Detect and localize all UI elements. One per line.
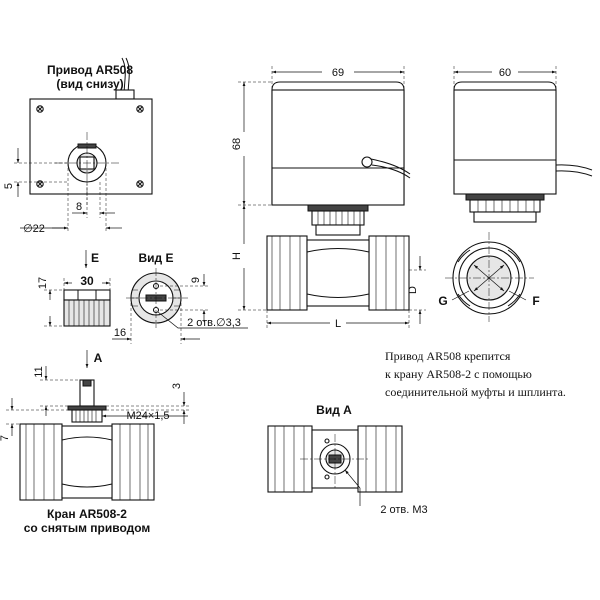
- plate-screws: [36, 105, 144, 188]
- dim-valve-7: 7: [0, 435, 11, 441]
- dim-e-17: 17: [37, 277, 49, 289]
- dim-bottom-8: 8: [76, 201, 82, 213]
- view-a-title: Вид А: [316, 403, 352, 417]
- dim-height-68: 68: [231, 138, 243, 150]
- actuator-front-view: 69 68 H: [231, 66, 426, 330]
- arrow-label-a: A: [94, 351, 103, 365]
- dim-valve-11: 11: [33, 366, 45, 377]
- actuator-neck: [311, 210, 365, 226]
- dim-e-16: 16: [114, 327, 126, 339]
- note-line1: Привод AR508 крепится: [385, 349, 511, 363]
- actuator-housing-side: [453, 89, 557, 195]
- dim-diameter-d: D: [407, 286, 419, 294]
- label-g: G: [438, 294, 447, 308]
- stem-washer: [67, 405, 107, 411]
- actuator-side-view: 60 G F: [438, 66, 593, 322]
- dim-bottom-5: 5: [3, 183, 15, 189]
- dim-bottom-d22: ∅22: [23, 223, 45, 235]
- note-line3: соединительной муфты и шплинта.: [385, 385, 566, 399]
- view-e-title: Вид E: [139, 251, 174, 265]
- coupling-head: [63, 289, 111, 301]
- coupling-body: [63, 299, 111, 327]
- dim-valve-3: 3: [171, 383, 183, 389]
- mounting-note: Привод AR508 крепится к крану AR508-2 с …: [385, 349, 566, 399]
- dim-valve-thread: M24×1,5: [126, 410, 169, 422]
- view-e-front: E 30 17: [37, 250, 111, 327]
- dim-a-holes: 2 отв. M3: [380, 504, 427, 516]
- note-line2: к крану AR508-2 с помощью: [385, 367, 532, 381]
- actuator-bottom-subtitle: (вид снизу): [56, 77, 123, 91]
- dim-length-l: L: [335, 318, 341, 330]
- hole-m3-1: [324, 438, 330, 444]
- valve-body: [19, 423, 155, 501]
- label-f: F: [532, 294, 539, 308]
- arrow-label-e: E: [91, 251, 99, 265]
- cable-front: [370, 158, 411, 179]
- valve-no-actuator: A 11 3 M24×1,5 7 Кр: [0, 350, 190, 535]
- dim-e-holes: 2 отв.∅3,3: [187, 317, 241, 329]
- dim-width-60: 60: [499, 67, 511, 79]
- hole-m3-2: [324, 474, 330, 480]
- cable-side: [555, 164, 593, 177]
- dim-height-h: H: [231, 252, 243, 260]
- valve-body-front: [266, 235, 410, 311]
- valve-caption-line2: со снятым приводом: [24, 521, 151, 535]
- dim-e-30: 30: [80, 274, 94, 288]
- stem-nut: [71, 409, 103, 423]
- cable-gland: [115, 89, 135, 100]
- view-a: Вид А 2 отв. M3: [267, 403, 428, 516]
- actuator-bottom-view: Привод AR508 (вид снизу) 5 8: [3, 57, 153, 235]
- actuator-neck-side: [469, 199, 541, 213]
- view-e-top: Вид E 9 2 отв.∅3,3 16: [112, 251, 248, 344]
- dim-width-69: 69: [332, 67, 344, 79]
- cable-gland-front: [361, 156, 373, 168]
- dim-e-9: 9: [190, 277, 202, 283]
- valve-caption-line1: Кран AR508-2: [47, 507, 127, 521]
- actuator-bottom-title: Привод AR508: [47, 63, 133, 77]
